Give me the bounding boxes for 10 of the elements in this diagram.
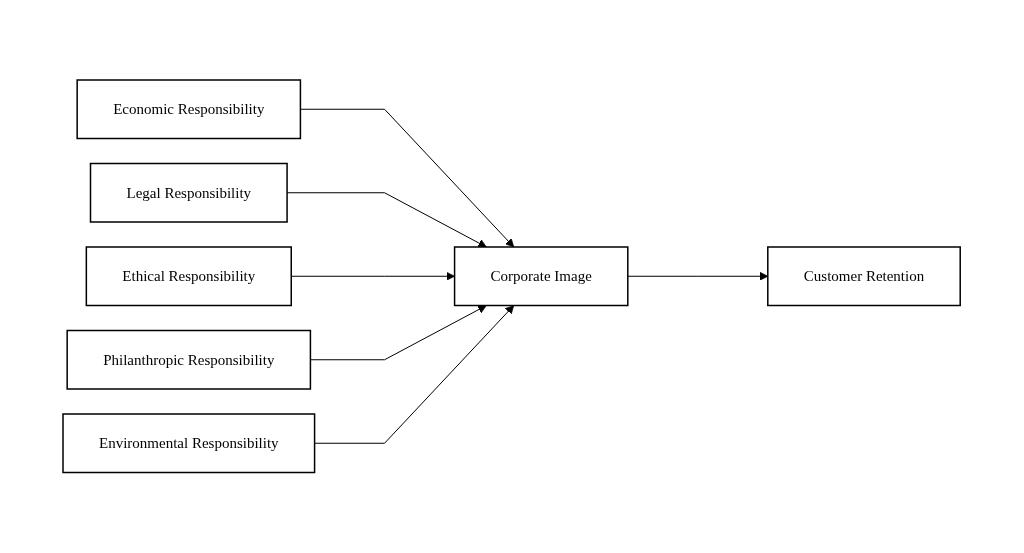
node-box: Customer Retention <box>767 246 962 307</box>
node-box: Economic Responsibility <box>76 79 302 140</box>
arrow <box>300 109 515 248</box>
node-box: Legal Responsibility <box>90 163 289 223</box>
arrow <box>310 305 488 361</box>
node-box: Environmental Responsibility <box>62 413 316 474</box>
node-box: Corporate Image <box>454 246 629 307</box>
node-box: Philanthropic Responsibility <box>66 330 312 390</box>
arrow <box>314 305 515 444</box>
node-box: Ethical Responsibility <box>86 246 293 307</box>
